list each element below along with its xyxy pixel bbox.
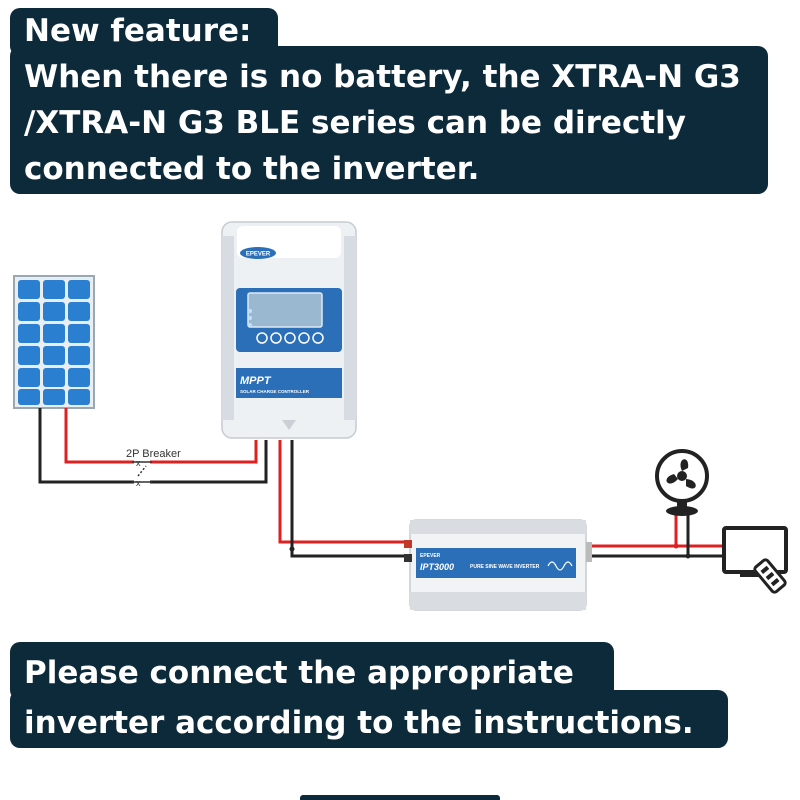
- breaker-label: 2P Breaker: [126, 448, 181, 460]
- top-banner-text: New feature: When there is no battery, t…: [24, 8, 741, 192]
- bottom-banner-line-2: inverter according to the instructions.: [24, 705, 694, 741]
- bottom-edge-strip: [300, 795, 500, 800]
- inverter: EPEVER IPT3000 PURE SINE WAVE INVERTER: [404, 519, 592, 611]
- solar-cells: [18, 280, 90, 405]
- top-banner-line-3: /XTRA-N G3 BLE series can be directly: [24, 105, 686, 141]
- svg-text:x: x: [136, 458, 141, 468]
- lcd-screen: [247, 292, 323, 328]
- controller-brand: EPEVER: [246, 252, 271, 258]
- top-banner-line-4: connected to the inverter.: [24, 151, 480, 187]
- remote-control-icon: [753, 558, 787, 594]
- controller-buttons: [256, 332, 324, 344]
- controller-label-stripe: [236, 368, 342, 398]
- ac-wires: [592, 508, 724, 558]
- bottom-banner-line-1: Please connect the appropriate: [24, 655, 574, 691]
- top-banner-line-2: When there is no battery, the XTRA-N G3: [24, 59, 741, 95]
- inverter-subtitle: PURE SINE WAVE INVERTER: [470, 564, 540, 570]
- top-banner-bg-main: [10, 46, 768, 194]
- dc-wires: [278, 440, 404, 558]
- svg-text:x: x: [136, 478, 141, 488]
- bottom-banner-text: Please connect the appropriate inverter …: [24, 648, 694, 748]
- bottom-banner-bg-line2: [10, 690, 728, 748]
- sine-wave-icon: [547, 561, 573, 571]
- pv-wires: [38, 408, 268, 484]
- breaker: 2P Breaker x x: [126, 448, 181, 488]
- top-banner-line-1: New feature:: [24, 13, 252, 49]
- solar-panel: [13, 275, 95, 409]
- controller-logo-badge: [240, 247, 276, 259]
- inverter-brand: EPEVER: [420, 553, 441, 559]
- controller-title: MPPT: [240, 375, 272, 387]
- controller-subtitle: SOLAR CHARGE CONTROLLER: [240, 389, 310, 394]
- fan-icon: [655, 449, 709, 516]
- charge-controller: EPEVER MPPT SOLAR CHARGE CONTROLLER: [221, 221, 357, 439]
- inverter-model: IPT3000: [420, 562, 454, 572]
